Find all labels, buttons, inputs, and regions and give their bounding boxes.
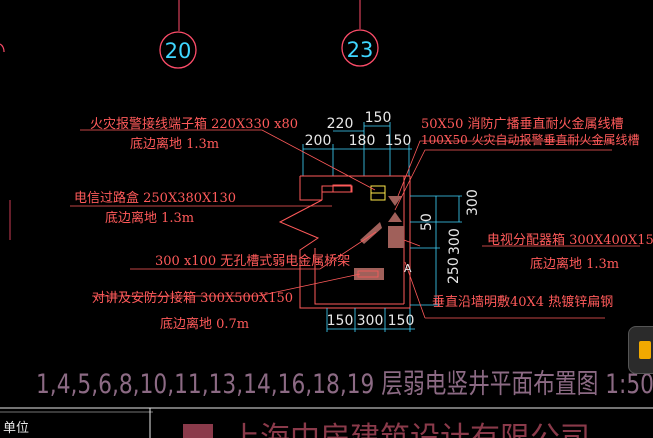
- layer-panel-icon: [639, 341, 651, 359]
- axis-label-23: 23: [347, 38, 374, 62]
- leader-lines: [70, 129, 640, 319]
- axis-bubble-partial: [0, 43, 5, 53]
- label-fire-terminal-box: 火灾报警接线端子箱 220X330 x80: [90, 116, 298, 132]
- title-block: [0, 408, 213, 438]
- bottom-dimensions: [326, 308, 415, 332]
- right-dimensions: [410, 195, 462, 306]
- titleblock-unit-label: 单位: [3, 421, 29, 436]
- label-grounding-strip: 垂直沿墙明敷40X4 热镀锌扁钢: [432, 294, 613, 310]
- tv-distribution-box-shape: [388, 226, 404, 248]
- label-fire-height: 底边离地 1.3m: [130, 136, 219, 152]
- label-broadcast-trunk: 50X50 消防广播垂直耐火金属线槽: [421, 116, 623, 132]
- titleblock-company: 上海中房建筑设计有限公司: [230, 421, 590, 438]
- label-intercom-box: 对讲及安防分接箱 300X500X150: [92, 290, 293, 306]
- dim-right-c: 300: [447, 228, 463, 255]
- label-intercom-height: 底边离地 0.7m: [160, 316, 249, 332]
- telecom-box-shape: [332, 184, 352, 193]
- layer-panel-button[interactable]: [628, 326, 653, 374]
- axis-bubble-20: [159, 31, 197, 69]
- label-a-mark: A: [404, 262, 412, 275]
- dim-bottom-a: 150: [327, 313, 354, 329]
- dim-right-a: 300: [465, 189, 481, 216]
- dim-right-b: 50: [419, 213, 435, 231]
- top-dimensions: [302, 122, 412, 176]
- dim-bottom-c: 150: [388, 313, 415, 329]
- label-cable-tray: 300 x100 无孔槽式弱电金属桥架: [155, 253, 350, 269]
- dim-top-d: 150: [385, 133, 412, 149]
- dim-top-c: 180: [349, 133, 376, 149]
- trunk-marker-upper: [388, 196, 402, 206]
- label-tv-box: 电视分配器箱 300X400X150: [487, 232, 653, 248]
- dim-top-b: 200: [305, 133, 332, 149]
- label-telecom-height: 底边离地 1.3m: [105, 210, 194, 226]
- dim-bottom-b: 300: [357, 313, 384, 329]
- axis-bubble-23: [341, 29, 379, 67]
- axis-label-20: 20: [165, 39, 192, 63]
- label-alarm-trunk: 100X50 火灾自动报警垂直耐火金属线槽: [421, 132, 640, 147]
- drawing-title: 1,4,5,6,8,10,11,13,14,16,18,19 层弱电竖井平面布置…: [36, 369, 653, 400]
- trunk-marker-lower: [388, 212, 402, 222]
- label-telecom-box: 电信过路盒 250X380X130: [74, 190, 236, 206]
- axis-markers: 20 23: [0, 0, 379, 240]
- dim-top-total: 150: [365, 110, 392, 126]
- dim-right-d: 250: [446, 257, 462, 284]
- dim-top-a: 220: [327, 116, 354, 132]
- label-tv-height: 底边离地 1.3m: [530, 256, 619, 272]
